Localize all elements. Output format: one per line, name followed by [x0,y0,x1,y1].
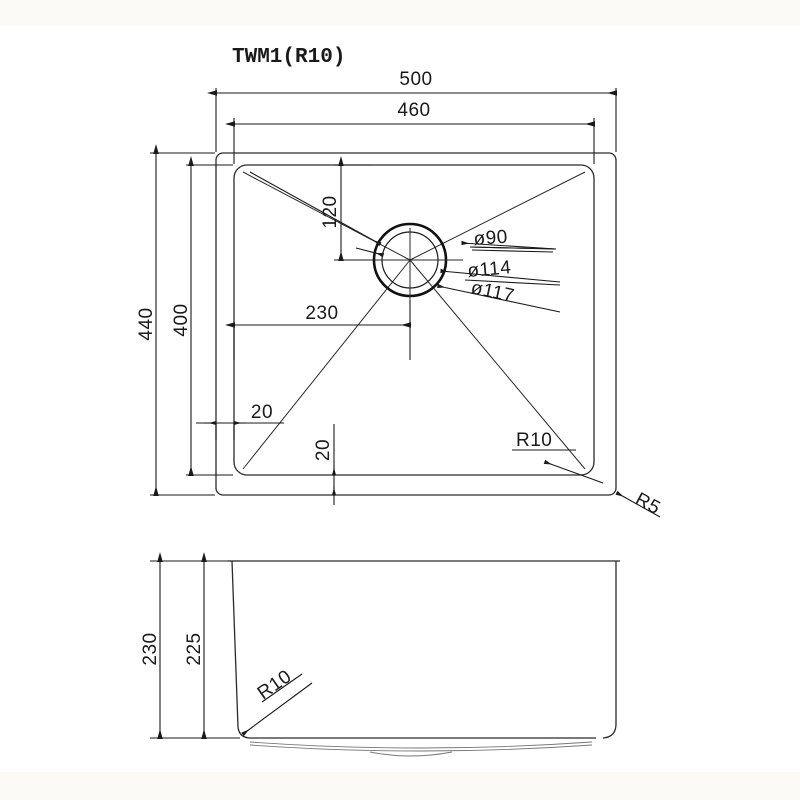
bowl-slope-lines [242,171,586,470]
label-r10-plan: R10 [516,430,552,451]
drawing-title: TWM1(R10) [232,46,345,69]
label-500: 500 [399,69,432,90]
dimension-120: 120 [320,156,375,261]
label-r5-plan: R5 [632,489,664,519]
dimension-460: 460 [225,100,595,164]
leader-r10-elevation: R10 [241,666,313,737]
elevation-view-body [150,560,620,757]
dimension-230: 230 [225,300,411,360]
label-460: 460 [397,100,430,121]
bottom-margin-band [0,772,800,800]
flange-outline [215,152,617,496]
label-r10-elevation: R10 [254,666,296,704]
label-120: 120 [320,195,341,228]
label-225-height: 225 [184,632,205,665]
label-dia90: ø90 [473,227,509,250]
leader-r10-plan: R10 [512,430,604,484]
dimension-20-left: 20 [196,402,284,440]
label-20-bottom: 20 [313,439,334,461]
top-margin-band [0,0,800,26]
leader-dia90: ø90 [461,227,557,253]
label-400: 400 [171,303,192,336]
label-440: 440 [136,307,157,340]
leader-dia114: ø114 [440,257,561,286]
dimension-440: 440 [136,144,215,496]
label-230-height: 230 [140,632,161,665]
leader-r5-plan: R5 [615,489,664,519]
dimension-500: 500 [207,69,617,152]
label-dia114: ø114 [467,257,513,282]
bowl-outline [233,164,595,476]
plan-view-body [215,152,617,496]
leader-circle-left [249,171,385,258]
label-230: 230 [305,303,338,324]
label-20-left: 20 [251,402,273,423]
dimension-400: 400 [171,156,233,476]
leader-dia117: ø117 [436,277,561,313]
dimension-20-bottom: 20 [313,424,337,505]
dimension-225-height: 225 [184,552,240,739]
